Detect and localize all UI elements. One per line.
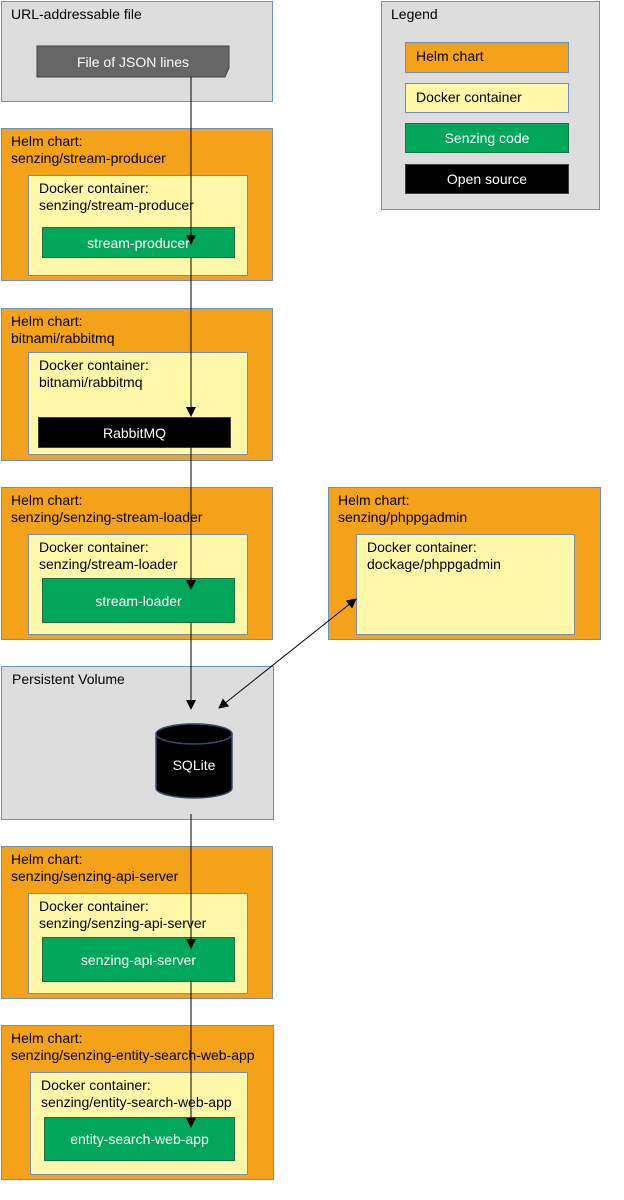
legend-open-source-swatch: Open source	[405, 164, 569, 194]
docker-stream-producer-title: Docker container: senzing/stream-produce…	[39, 180, 194, 213]
docker-stream-loader-title: Docker container: senzing/stream-loader	[39, 539, 178, 572]
helm-rabbitmq: Helm chart: bitnami/rabbitmq Docker cont…	[1, 308, 273, 461]
helm-api-server-title: Helm chart: senzing/senzing-api-server	[11, 851, 179, 884]
docker-rabbitmq-title: Docker container: bitnami/rabbitmq	[39, 357, 149, 390]
helm-stream-loader: Helm chart: senzing/senzing-stream-loade…	[1, 487, 273, 640]
web-app-component: entity-search-web-app	[44, 1117, 235, 1161]
helm-rabbitmq-title: Helm chart: bitnami/rabbitmq	[11, 313, 115, 346]
docker-phppgadmin-title: Docker container: dockage/phppgadmin	[367, 539, 501, 572]
source-panel-title: URL-addressable file	[11, 6, 142, 22]
helm-phppgadmin-title: Helm chart: senzing/phppgadmin	[338, 492, 468, 525]
docker-stream-producer: Docker container: senzing/stream-produce…	[28, 175, 248, 276]
api-server-component: senzing-api-server	[42, 937, 235, 982]
legend-helm-swatch: Helm chart	[405, 42, 569, 73]
sqlite-label: SQLite	[172, 757, 216, 773]
legend-docker-label: Docker container	[416, 89, 522, 105]
legend-panel: Legend Helm chart Docker container Senzi…	[381, 1, 600, 210]
docker-api-server-title: Docker container: senzing/senzing-api-se…	[39, 898, 207, 931]
legend-helm-label: Helm chart	[416, 48, 484, 64]
legend-open-source-label: Open source	[446, 171, 528, 187]
helm-phppgadmin: Helm chart: senzing/phppgadmin Docker co…	[328, 487, 601, 640]
stream-producer-component: stream-producer	[42, 227, 235, 258]
persistent-volume-panel: Persistent Volume	[1, 666, 274, 820]
api-server-label: senzing-api-server	[80, 951, 197, 968]
stream-loader-label: stream-loader	[95, 592, 182, 609]
helm-stream-producer: Helm chart: senzing/stream-producer Dock…	[1, 128, 273, 281]
stream-loader-component: stream-loader	[42, 578, 235, 623]
stream-producer-label: stream-producer	[87, 234, 190, 251]
helm-web-app: Helm chart: senzing/senzing-entity-searc…	[1, 1025, 274, 1180]
helm-stream-producer-title: Helm chart: senzing/stream-producer	[11, 133, 166, 166]
docker-web-app: Docker container: senzing/entity-search-…	[30, 1072, 248, 1175]
docker-stream-loader: Docker container: senzing/stream-loader …	[28, 534, 248, 635]
json-lines-file-label: File of JSON lines	[76, 53, 190, 70]
helm-stream-loader-title: Helm chart: senzing/senzing-stream-loade…	[11, 492, 203, 525]
docker-rabbitmq: Docker container: bitnami/rabbitmq Rabbi…	[28, 352, 248, 455]
persistent-volume-title: Persistent Volume	[12, 671, 125, 687]
legend-senzing-swatch: Senzing code	[405, 123, 569, 153]
rabbitmq-label: RabbitMQ	[102, 424, 167, 441]
helm-web-app-title: Helm chart: senzing/senzing-entity-searc…	[11, 1030, 255, 1063]
helm-api-server: Helm chart: senzing/senzing-api-server D…	[1, 846, 273, 999]
web-app-label: entity-search-web-app	[70, 1131, 209, 1147]
json-lines-file: File of JSON lines	[37, 46, 229, 77]
docker-phppgadmin: Docker container: dockage/phppgadmin	[356, 534, 575, 635]
legend-senzing-label: Senzing code	[444, 130, 530, 146]
legend-docker-swatch: Docker container	[405, 83, 569, 113]
docker-api-server: Docker container: senzing/senzing-api-se…	[28, 893, 248, 994]
legend-title: Legend	[391, 6, 438, 22]
docker-web-app-title: Docker container: senzing/entity-search-…	[41, 1077, 232, 1110]
rabbitmq-component: RabbitMQ	[38, 417, 231, 448]
